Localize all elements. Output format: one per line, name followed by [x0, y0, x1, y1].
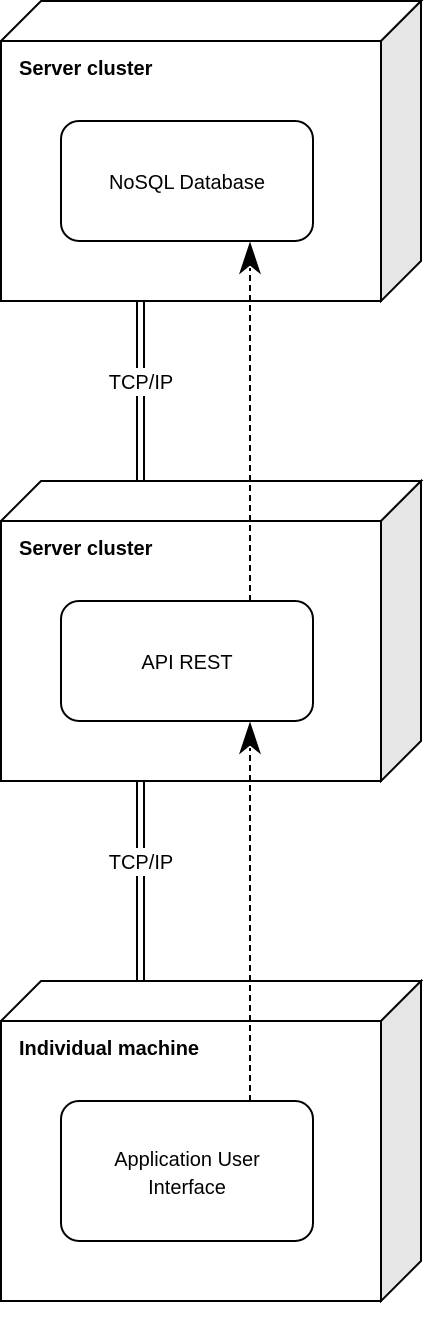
node-side-face [380, 0, 422, 304]
dependency-ui-to-api [238, 721, 262, 1101]
component-label-line-2: Interface [148, 1177, 226, 1199]
link-label: TCP/IP [109, 852, 173, 874]
component-box [60, 120, 314, 242]
dependency-api-to-database [238, 241, 262, 601]
link-label-bg [96, 368, 188, 396]
component-label: NoSQL Database [109, 172, 265, 194]
node-top-face [0, 980, 424, 1022]
communication-path-1: TCP/IP [96, 301, 188, 481]
component-box [60, 600, 314, 722]
link-label: TCP/IP [109, 372, 173, 394]
component-box [60, 1100, 314, 1242]
node-side-face [380, 978, 422, 1304]
node-title: Individual machine [19, 1038, 199, 1060]
component-label-line-1: Application User [114, 1149, 260, 1171]
node-title: Server cluster [19, 58, 153, 80]
communication-path-2: TCP/IP [96, 781, 188, 981]
node-top-face [0, 480, 424, 522]
component-application-user-interface: Application User Interface [60, 1100, 314, 1242]
link-label-bg [96, 848, 188, 876]
node-side-face [380, 478, 422, 784]
node-individual-machine: Individual machine Application User Inte… [0, 978, 424, 1304]
node-top-face [0, 0, 424, 42]
component-label: API REST [141, 652, 232, 674]
node-server-cluster-top: Server cluster NoSQL Database [0, 0, 424, 304]
node-title: Server cluster [19, 538, 153, 560]
component-api-rest: API REST [60, 600, 314, 722]
node-server-cluster-middle: Server cluster API REST [0, 478, 424, 784]
component-nosql-database: NoSQL Database [60, 120, 314, 242]
arrowhead-icon [238, 721, 262, 755]
arrowhead-icon [238, 241, 262, 275]
